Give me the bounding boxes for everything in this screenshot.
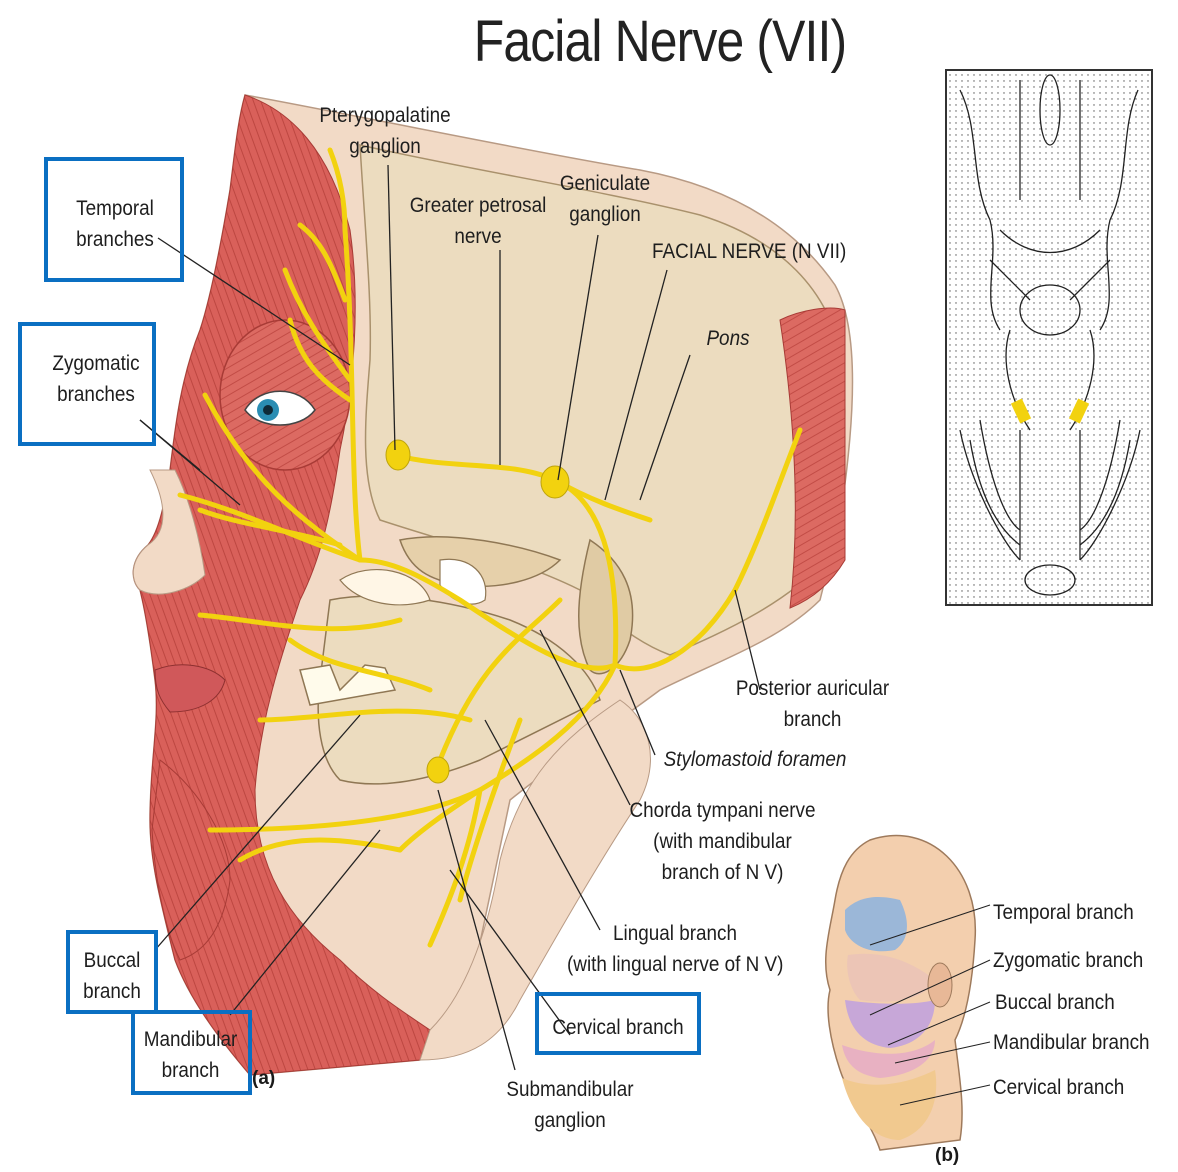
highlight-box-zygomatic (18, 322, 156, 446)
panel-b-label-mandibular: Mandibular branch (993, 1027, 1150, 1058)
highlight-box-mandibular (131, 1010, 252, 1095)
panel-b-tag: (b) (935, 1145, 959, 1167)
highlight-box-cervical (535, 992, 701, 1055)
label-stylomastoid-foramen: Stylomastoid foramen (661, 744, 850, 775)
panel-b-label-buccal: Buccal branch (995, 987, 1115, 1018)
label-submandibular-ganglion: Submandibular ganglion (498, 1074, 642, 1136)
label-posterior-auricular-branch: Posterior auricular branch (725, 673, 901, 735)
panel-b-label-temporal: Temporal branch (993, 897, 1134, 928)
label-chorda-tympani-nerve: Chorda tympani nerve (with mandibular br… (626, 795, 820, 888)
label-pons: Pons (701, 323, 755, 354)
label-pterygopalatine-ganglion: Pterygopalatine ganglion (309, 100, 462, 162)
label-geniculate-ganglion: Geniculate ganglion (542, 168, 668, 230)
brainstem-inset (946, 70, 1152, 605)
panel-b-label-zygomatic: Zygomatic branch (993, 945, 1143, 976)
highlight-box-buccal (66, 930, 158, 1014)
label-facial-nerve: FACIAL NERVE (N VII) (652, 236, 846, 267)
panel-b-head (826, 836, 990, 1150)
label-lingual-branch: Lingual branch (with lingual nerve of N … (567, 918, 783, 980)
highlight-box-temporal (44, 157, 184, 282)
panel-a-tag: (a) (252, 1068, 275, 1090)
label-greater-petrosal-nerve: Greater petrosal nerve (406, 190, 550, 252)
panel-b-label-cervical: Cervical branch (993, 1072, 1124, 1103)
